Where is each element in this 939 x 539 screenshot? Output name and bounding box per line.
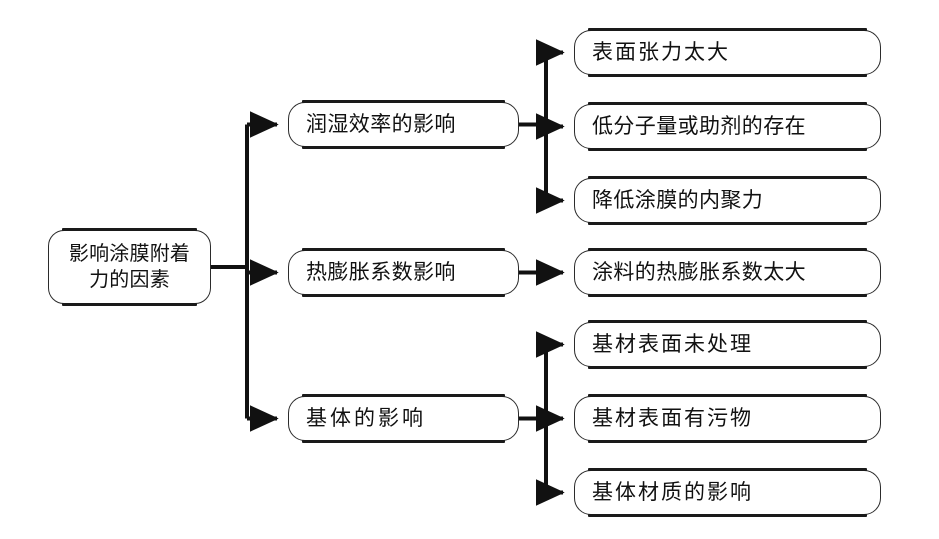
node-branch-1-label: 热膨胀系数影响 [306,260,456,284]
node-leaf-surface-tension[interactable]: 表面张力太大 [574,28,881,78]
node-leaf-5-label: 基材表面有污物 [592,406,753,430]
node-root-label: 影响涂膜附着 力的因素 [68,242,191,291]
node-branch-wetting-efficiency[interactable]: 润湿效率的影响 [288,100,519,150]
node-root[interactable]: 影响涂膜附着 力的因素 [48,228,211,307]
node-branch-substrate[interactable]: 基体的影响 [288,394,519,444]
node-leaf-4-label: 基材表面未处理 [592,332,753,356]
node-leaf-6-label: 基体材质的影响 [592,480,753,504]
node-leaf-low-molecular-weight[interactable]: 低分子量或助剂的存在 [574,102,881,152]
node-branch-0-label: 润湿效率的影响 [306,112,456,136]
node-leaf-cohesion-reduction[interactable]: 降低涂膜的内聚力 [574,176,881,226]
node-leaf-1-label: 低分子量或助剂的存在 [592,114,806,138]
node-leaf-coating-expansion-coefficient[interactable]: 涂料的热膨胀系数太大 [574,248,881,298]
node-leaf-3-label: 涂料的热膨胀系数太大 [592,260,806,284]
node-leaf-0-label: 表面张力太大 [592,40,730,64]
node-leaf-untreated-surface[interactable]: 基材表面未处理 [574,320,881,370]
node-leaf-contaminated-surface[interactable]: 基材表面有污物 [574,394,881,444]
node-leaf-substrate-material[interactable]: 基体材质的影响 [574,468,881,518]
node-leaf-2-label: 降低涂膜的内聚力 [592,188,764,212]
node-branch-2-label: 基体的影响 [306,406,426,430]
node-branch-thermal-expansion[interactable]: 热膨胀系数影响 [288,248,519,298]
